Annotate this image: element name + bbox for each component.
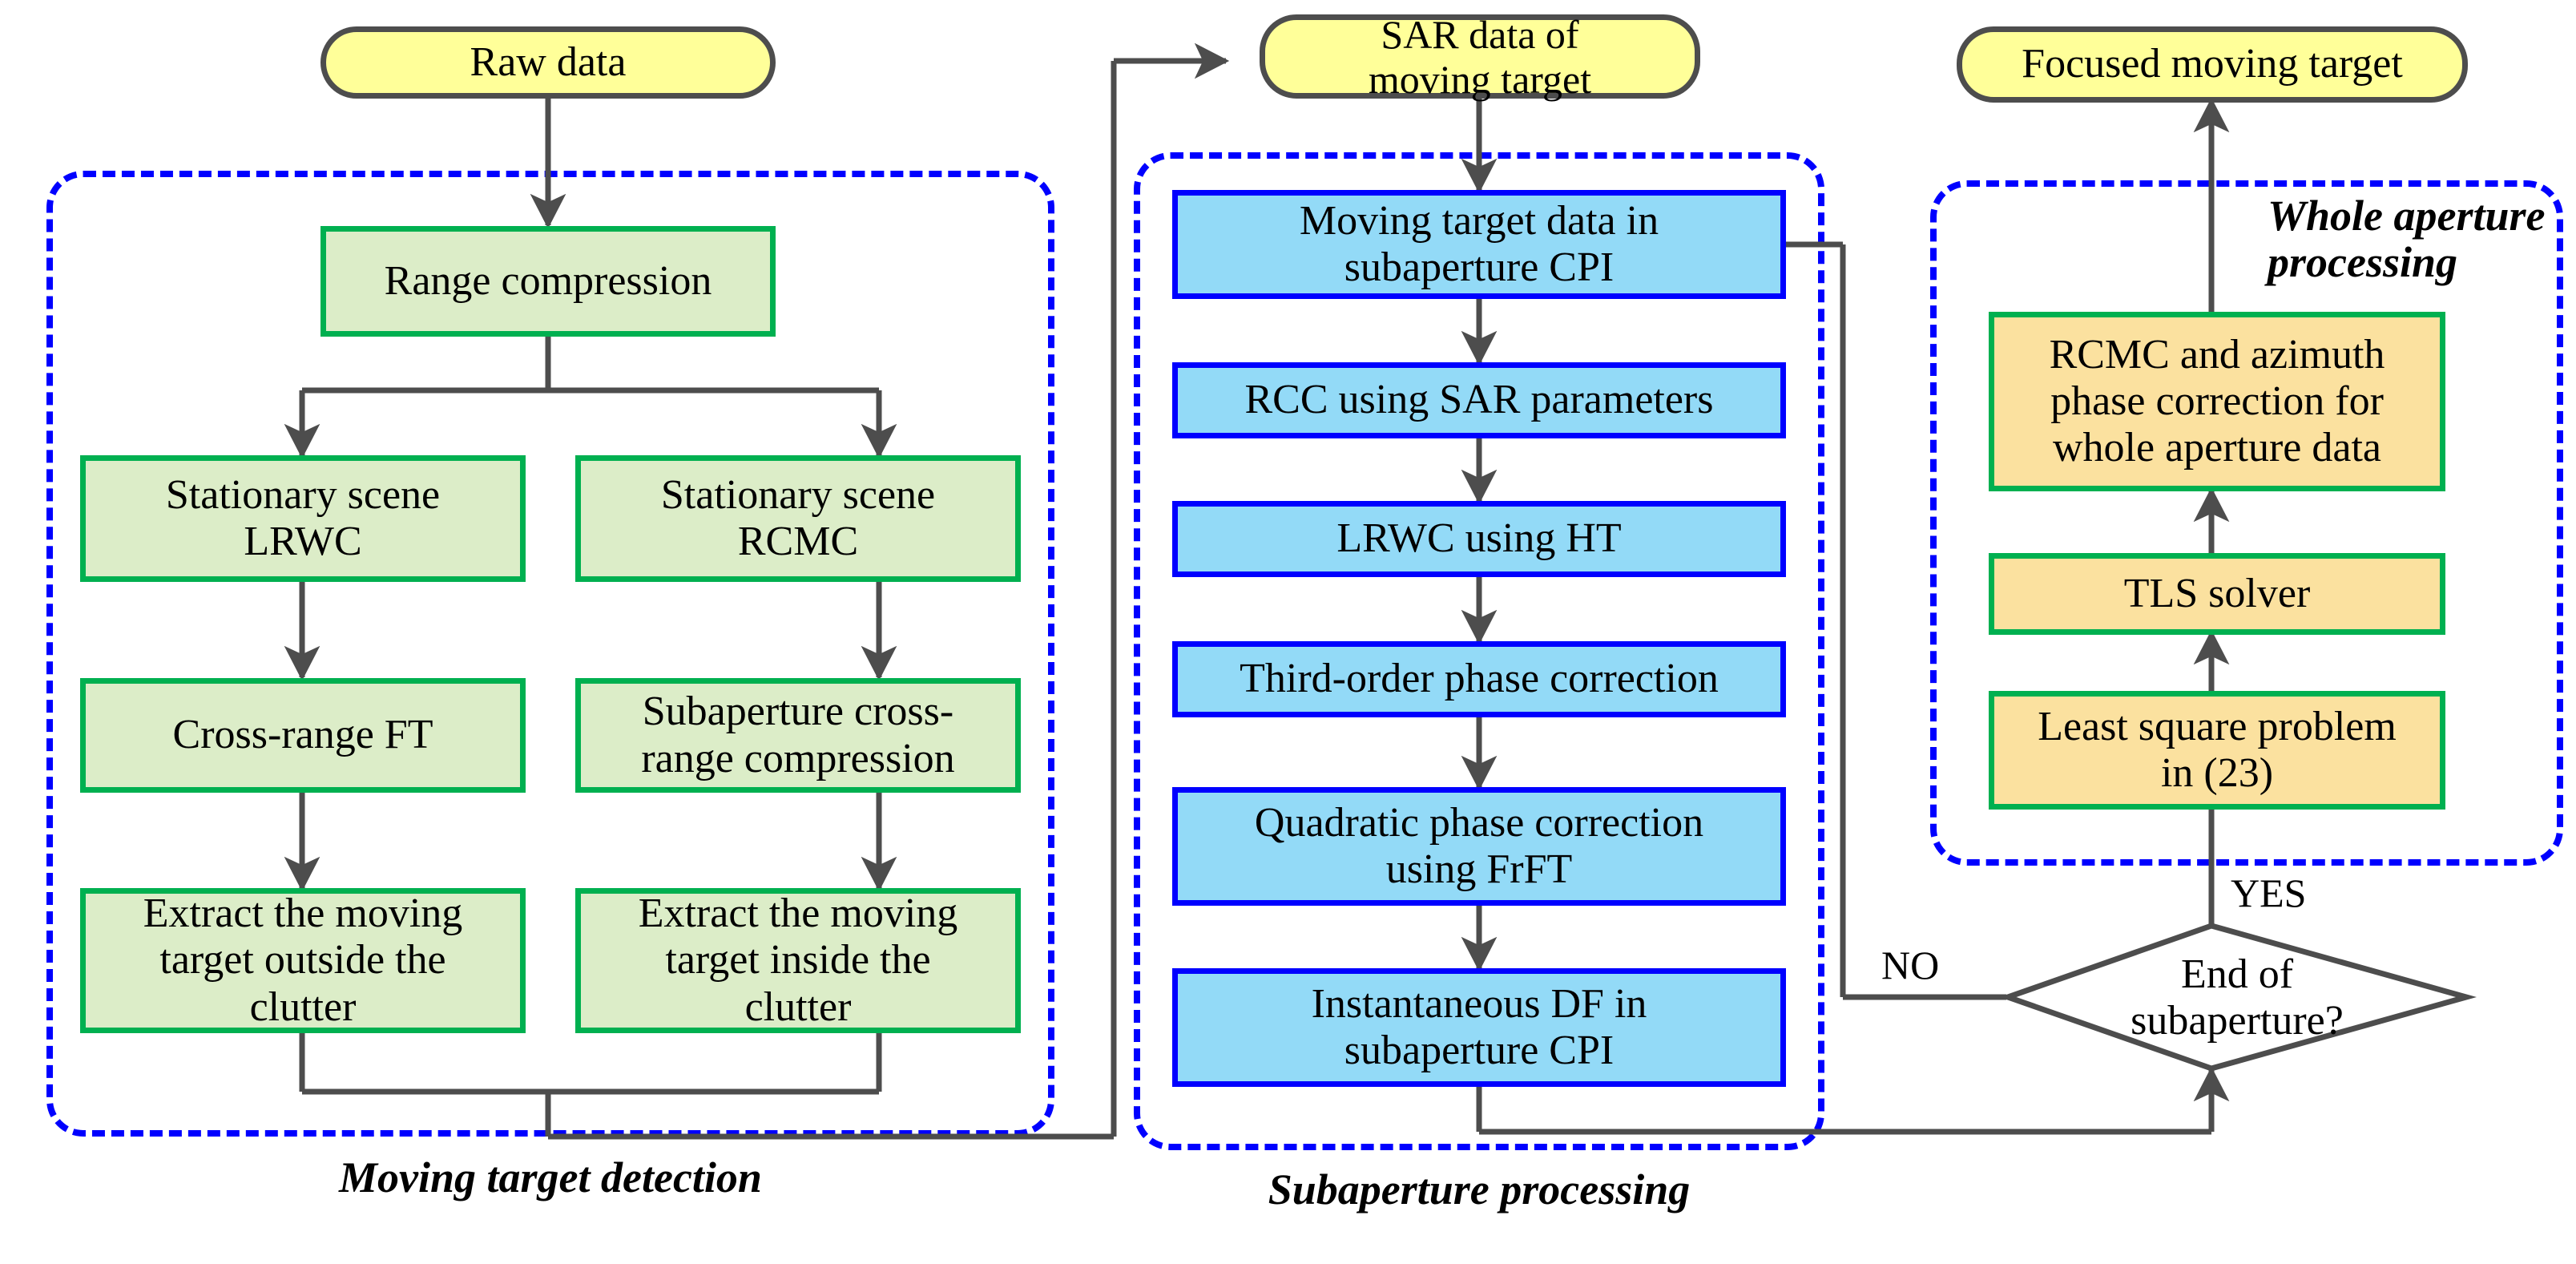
node-lrwc-using-ht[interactable]: LRWC using HT xyxy=(1172,501,1786,577)
node-extract-moving-target-inside-clutter[interactable]: Extract the moving target inside the clu… xyxy=(575,888,1021,1033)
node-decision-end-of-subaperture[interactable]: End of subaperture? xyxy=(2131,951,2344,1044)
caption-moving-target-detection: Moving target detection xyxy=(339,1153,762,1201)
node-subaperture-cross-range-compression[interactable]: Subaperture cross- range compression xyxy=(575,678,1021,793)
node-extract-moving-target-outside-clutter[interactable]: Extract the moving target outside the cl… xyxy=(80,888,526,1033)
node-tls-solver[interactable]: TLS solver xyxy=(1989,553,2445,635)
node-least-square-problem[interactable]: Least square problem in (23) xyxy=(1989,691,2445,810)
group-whole-aperture-processing xyxy=(1930,180,2563,866)
node-focused-moving-target[interactable]: Focused moving target xyxy=(1957,26,2468,103)
node-range-compression[interactable]: Range compression xyxy=(320,226,776,337)
node-rcc-using-sar-parameters[interactable]: RCC using SAR parameters xyxy=(1172,362,1786,438)
edge-label-yes: YES xyxy=(2231,870,2307,915)
node-rcmc-and-azimuth-phase-correction[interactable]: RCMC and azimuth phase correction for wh… xyxy=(1989,312,2445,491)
node-cross-range-ft[interactable]: Cross-range FT xyxy=(80,678,526,793)
node-raw-data[interactable]: Raw data xyxy=(320,26,776,99)
node-instantaneous-df-in-subaperture-cpi[interactable]: Instantaneous DF in subaperture CPI xyxy=(1172,968,1786,1087)
caption-whole-aperture-processing: Whole aperture processing xyxy=(2268,192,2546,287)
node-sar-data-of-moving-target[interactable]: SAR data of moving target xyxy=(1260,12,1700,102)
node-third-order-phase-correction[interactable]: Third-order phase correction xyxy=(1172,641,1786,717)
caption-subaperture-processing: Subaperture processing xyxy=(1268,1165,1691,1214)
node-quadratic-phase-correction-using-frft[interactable]: Quadratic phase correction using FrFT xyxy=(1172,787,1786,906)
node-stationary-scene-lrwc[interactable]: Stationary scene LRWC xyxy=(80,455,526,582)
node-moving-target-data-in-subaperture-cpi[interactable]: Moving target data in subaperture CPI xyxy=(1172,190,1786,299)
node-stationary-scene-rcmc[interactable]: Stationary scene RCMC xyxy=(575,455,1021,582)
edge-label-no: NO xyxy=(1881,943,1940,987)
